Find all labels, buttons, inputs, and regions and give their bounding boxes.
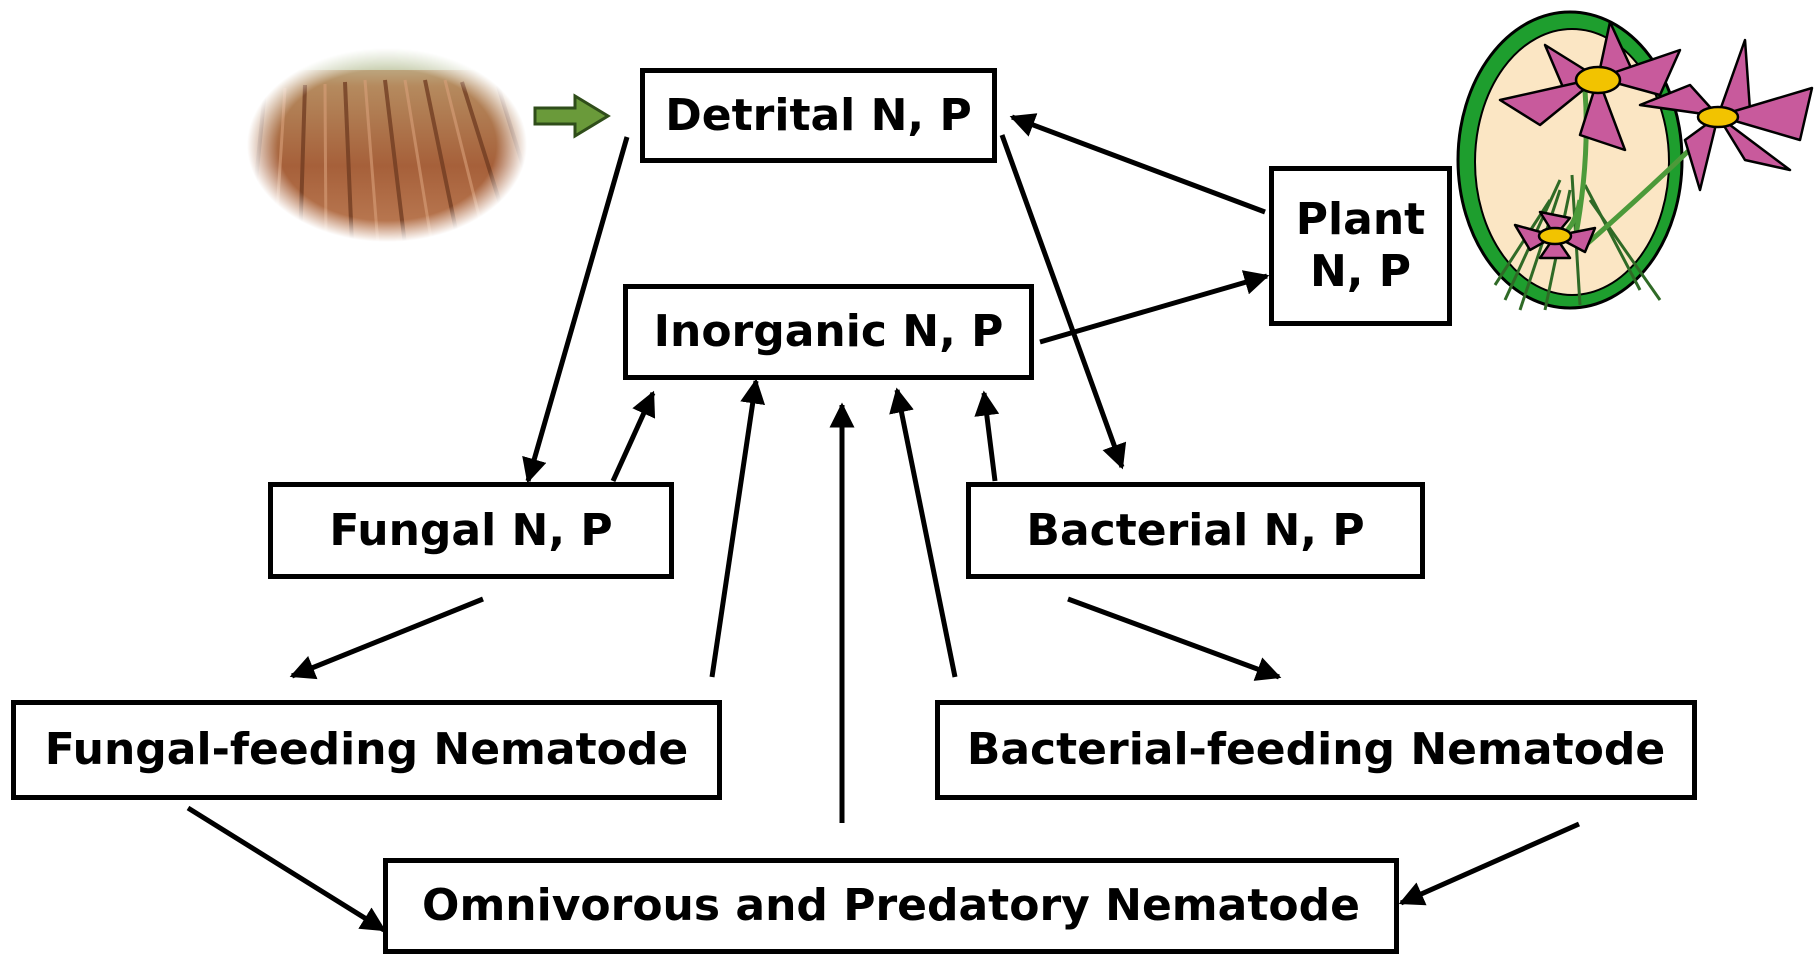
edge-fungal-to-inorganic <box>613 393 653 481</box>
plant-label-line1: Plant <box>1296 194 1425 246</box>
plant-node: Plant N, P <box>1269 166 1452 326</box>
plant-label-line2: N, P <box>1310 246 1411 298</box>
edge-bacterial-nematode-to-inorganic <box>897 390 955 677</box>
detrital-label: Detrital N, P <box>665 90 971 142</box>
fungal-label: Fungal N, P <box>329 505 612 557</box>
bacterial-feeding-nematode-label: Bacterial-feeding Nematode <box>967 724 1665 776</box>
fungal-feeding-nematode-label: Fungal-feeding Nematode <box>45 724 688 776</box>
edge-fungal-nematode-to-inorganic <box>712 381 756 677</box>
inorganic-node: Inorganic N, P <box>623 284 1034 380</box>
edge-fungal-nematode-to-omnivorous <box>188 808 384 930</box>
inorganic-label: Inorganic N, P <box>654 306 1004 358</box>
edge-bacterial-to-bacterial-nematode <box>1068 599 1279 677</box>
fungal-node: Fungal N, P <box>268 482 674 579</box>
omnivorous-predatory-nematode-label: Omnivorous and Predatory Nematode <box>422 880 1360 932</box>
omnivorous-predatory-nematode-node: Omnivorous and Predatory Nematode <box>383 858 1399 954</box>
detrital-node: Detrital N, P <box>640 68 997 163</box>
bacterial-feeding-nematode-node: Bacterial-feeding Nematode <box>935 700 1697 800</box>
edge-plant-to-detrital <box>1012 117 1265 212</box>
edge-fungal-to-fungal-nematode <box>292 599 483 676</box>
edge-bacterial-nematode-to-omnivorous <box>1401 824 1579 903</box>
edge-bacterial-to-inorganic <box>984 393 995 481</box>
bacterial-label: Bacterial N, P <box>1026 505 1364 557</box>
bacterial-node: Bacterial N, P <box>966 482 1425 579</box>
edge-detrital-to-fungal <box>528 137 627 481</box>
fungal-feeding-nematode-node: Fungal-feeding Nematode <box>11 700 722 800</box>
